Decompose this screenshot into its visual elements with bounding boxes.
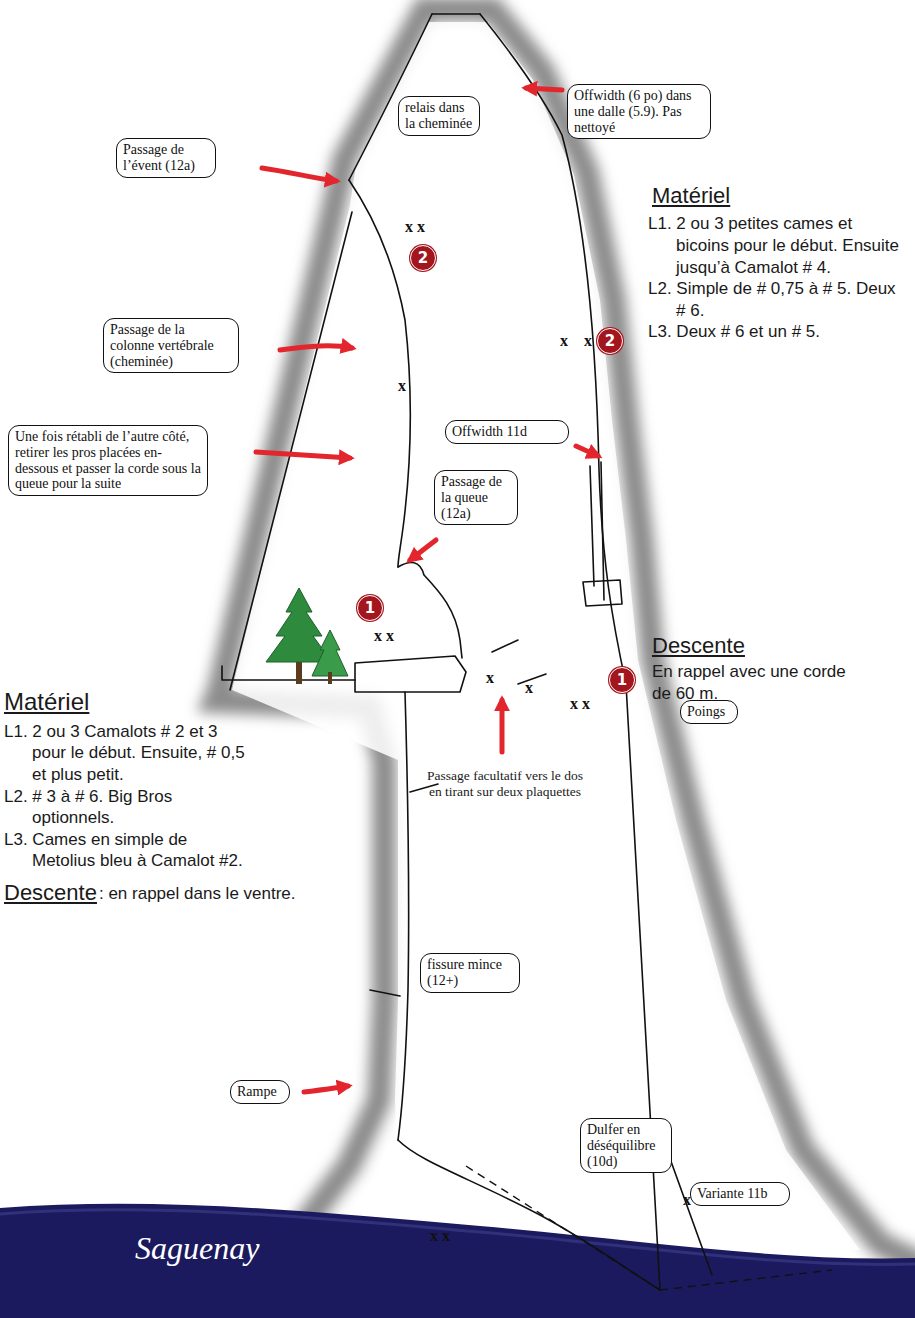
callout-text: Offwidth (6 po) dans une dalle (5.9). Pa…	[574, 88, 704, 135]
bolt-marks: x x	[374, 628, 394, 644]
pointer-arrow	[256, 452, 350, 458]
callout-box: fissure mince (12+)	[420, 953, 520, 993]
callout-text: Passage de la queue (12a)	[441, 474, 511, 521]
callout-text: Rampe	[237, 1084, 283, 1100]
callout-box: Offwidth (6 po) dans une dalle (5.9). Pa…	[567, 84, 711, 139]
water-name: Saguenay	[135, 1232, 259, 1264]
gear-list-item: L2. # 3 à # 6. Big Bros optionnels.	[4, 786, 252, 829]
descent-note: : en rappel dans le ventre.	[99, 884, 296, 904]
fissure-mince-line	[398, 692, 409, 1140]
callout-box: relais dans la cheminée	[398, 96, 480, 136]
belay-station-number: 2	[597, 328, 623, 354]
tree-crown	[312, 630, 348, 676]
flake-line	[230, 212, 352, 690]
queue-edge	[398, 562, 462, 658]
callout-text: Passage de l’évent (12a)	[123, 142, 209, 174]
belay-station-number: 2	[410, 245, 436, 271]
gear-list-item: L1. 2 ou 3 petites cames et bicoins pour…	[648, 213, 906, 278]
right-block	[583, 580, 622, 606]
spruce-tree	[266, 588, 348, 684]
inner-crack	[492, 640, 546, 684]
callout-number: 1	[365, 601, 375, 616]
bolt-marks: x	[398, 378, 406, 394]
bolt-marks: x	[560, 333, 568, 349]
callout-box: Variante 11b	[690, 1182, 790, 1206]
section-heading: Descente	[4, 880, 97, 906]
approach-path	[466, 1166, 660, 1290]
right-crack	[590, 462, 604, 600]
saguenay-water	[0, 1204, 915, 1318]
bolt-marks: x	[584, 333, 592, 349]
belay-station-number: 1	[609, 667, 635, 693]
callout-text: fissure mince (12+)	[427, 957, 513, 989]
gear-list-item: L3. Cames en simple de Metolius bleu à C…	[4, 829, 252, 872]
pointer-arrow	[262, 168, 336, 181]
gear-list-item: L3. Deux # 6 et un # 5.	[648, 321, 906, 343]
bolt-marks: x	[525, 680, 533, 696]
pointer-arrow	[280, 346, 352, 350]
rock-shade	[216, 10, 915, 1300]
callout-box: Passage de la queue (12a)	[434, 470, 518, 525]
callout-text: Variante 11b	[697, 1186, 783, 1202]
section-heading: Matériel	[4, 688, 89, 717]
pointer-arrow	[526, 88, 562, 90]
callout-number: 1	[617, 673, 627, 688]
bolt-marks: x x	[570, 696, 590, 712]
callout-box: Passage de la colonne vertébrale (chemin…	[103, 318, 239, 373]
callout-text: Une fois rétabli de l’autre côté, retire…	[15, 429, 201, 492]
bolt-marks: x	[486, 670, 494, 686]
pointer-arrow	[304, 1086, 348, 1092]
callout-number: 2	[605, 334, 615, 349]
callout-text: Dulfer en déséquilibre (10d)	[587, 1122, 665, 1169]
bolt-marks: x x	[405, 219, 425, 235]
callout-box: Passage de l’évent (12a)	[116, 138, 216, 178]
callout-text: Offwidth 11d	[452, 424, 562, 440]
callout-box: Dulfer en déséquilibre (10d)	[580, 1118, 672, 1173]
callout-box: Poings	[680, 700, 738, 724]
section-heading: Matériel	[652, 183, 730, 209]
ledge-block	[355, 656, 466, 692]
callout-text: Poings	[687, 704, 731, 720]
tree-trunk	[328, 672, 332, 684]
water-highlight	[0, 1210, 915, 1265]
pointer-arrow	[576, 446, 598, 456]
tower-top	[432, 13, 480, 15]
gear-list-item: L1. 2 ou 3 Camalots # 2 et 3 pour le déb…	[4, 721, 252, 786]
descent-note: En rappel avec une corde de 60 m.	[652, 661, 852, 704]
bolt-marks: x	[683, 1192, 691, 1208]
route-note: Passage facultatif vers le dos en tirant…	[420, 768, 590, 799]
pointer-arrow	[410, 540, 436, 560]
pointer-arrow	[500, 700, 505, 752]
rock-face	[232, 22, 860, 1250]
callout-box: Offwidth 11d	[445, 420, 569, 444]
callout-number: 2	[418, 251, 428, 266]
chimney-wall	[349, 180, 410, 567]
callout-text: relais dans la cheminée	[405, 100, 473, 132]
gear-list-item: L2. Simple de # 0,75 à # 5. Deux # 6.	[648, 278, 906, 321]
callout-box: Rampe	[230, 1080, 290, 1104]
tree-crown	[266, 588, 332, 662]
callout-box: Une fois rétabli de l’autre côté, retire…	[8, 425, 208, 496]
belay-station-number: 1	[357, 595, 383, 621]
approach-path	[660, 1270, 832, 1290]
callout-text: Passage de la colonne vertébrale (chemin…	[110, 322, 232, 369]
bolt-marks: x x	[430, 1228, 450, 1244]
poings-line	[626, 684, 660, 1290]
section-heading: Descente	[652, 633, 745, 659]
